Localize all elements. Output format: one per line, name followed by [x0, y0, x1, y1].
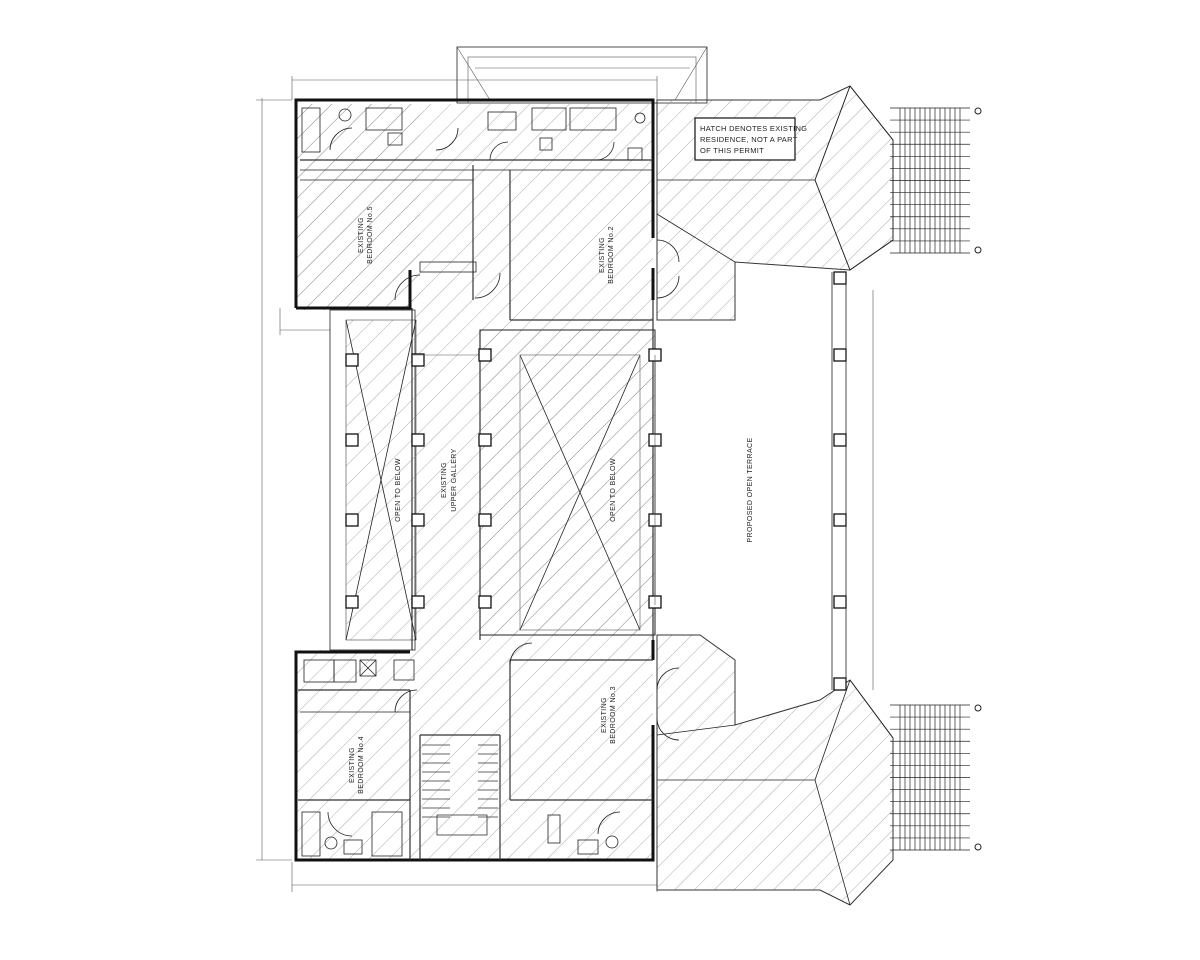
existing-residence-hatch [296, 104, 653, 860]
column [833, 595, 847, 609]
bedroom2-label-1: EXISTING [599, 237, 606, 273]
post-icon [974, 843, 982, 851]
column [478, 433, 492, 447]
open-below-center-label: OPEN TO BELOW [610, 458, 617, 522]
column [411, 353, 425, 367]
column [345, 513, 359, 527]
hall-doors [394, 239, 680, 741]
bedroom2-label-2: BEDROOM No.2 [608, 226, 615, 284]
post-icon [974, 107, 982, 115]
trellis-bottom [890, 704, 982, 851]
column [411, 433, 425, 447]
column [833, 348, 847, 362]
terrace-label: PROPOSED OPEN TERRACE [747, 437, 754, 542]
stair [422, 744, 498, 836]
room-labels: EXISTING BEDROOM No.5 EXISTING BEDROOM N… [349, 206, 754, 794]
bedroom3-label-2: BEDROOM No.3 [610, 686, 617, 744]
bedroom4-label-1: EXISTING [349, 747, 356, 783]
hatch-note-line-1: HATCH DENOTES EXISTING [700, 124, 807, 133]
column [833, 271, 847, 285]
roof-top-chimney [456, 46, 708, 104]
column [478, 348, 492, 362]
column [833, 513, 847, 527]
right-wing-roofs [656, 85, 894, 906]
bath-fixtures-bottom [301, 659, 621, 857]
post-icon [974, 246, 982, 254]
column [345, 433, 359, 447]
open-below-left-label: OPEN TO BELOW [395, 458, 402, 522]
hatch-note-line-2: RESIDENCE, NOT A PART [700, 135, 798, 144]
column [833, 677, 847, 691]
open-below-areas [329, 309, 656, 651]
bath-fixtures-top [301, 107, 646, 161]
hatch-note-line-3: OF THIS PERMIT [700, 146, 764, 155]
column [478, 595, 492, 609]
column [833, 433, 847, 447]
column [345, 595, 359, 609]
columns [345, 271, 847, 691]
terrace-rails [412, 272, 847, 690]
column [345, 353, 359, 367]
post-icon [974, 704, 982, 712]
bedroom5-label-2: BEDROOM No.5 [367, 206, 374, 264]
trellis-top [890, 107, 982, 254]
hatch-note: HATCH DENOTES EXISTING RESIDENCE, NOT A … [694, 117, 807, 161]
gallery-label-2: UPPER GALLERY [451, 448, 458, 511]
walls [294, 98, 655, 862]
gallery-label-1: EXISTING [441, 462, 448, 498]
bedroom3-label-1: EXISTING [601, 697, 608, 733]
stair-landing [436, 814, 488, 836]
bedroom4-label-2: BEDROOM No.4 [358, 736, 365, 794]
column [411, 513, 425, 527]
bedroom5-label-1: EXISTING [358, 217, 365, 253]
column [411, 595, 425, 609]
column [478, 513, 492, 527]
